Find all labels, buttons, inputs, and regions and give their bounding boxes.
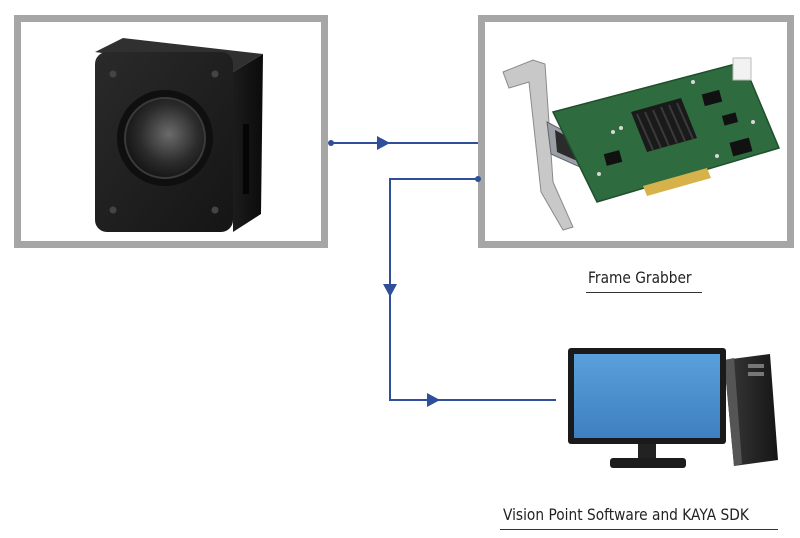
industrial-camera-icon xyxy=(95,38,263,232)
software-caption: Vision Point Software and KAYA SDK xyxy=(503,505,749,524)
arrow-down-icon xyxy=(383,284,397,297)
edge-grabber-to-software xyxy=(389,178,556,401)
frame-grabber-card-icon xyxy=(502,57,781,231)
arrow-right-icon xyxy=(427,393,440,407)
software-caption-underline xyxy=(500,529,778,530)
camera-frame xyxy=(14,15,328,248)
desktop-computer-icon xyxy=(568,348,778,468)
frame-grabber-caption-underline xyxy=(586,292,702,293)
frame-grabber-caption: Frame Grabber xyxy=(588,268,692,287)
frame-grabber-frame xyxy=(478,15,794,248)
connector-dot xyxy=(475,176,481,182)
connector-dot xyxy=(328,140,334,146)
arrow-right-icon xyxy=(377,136,390,150)
